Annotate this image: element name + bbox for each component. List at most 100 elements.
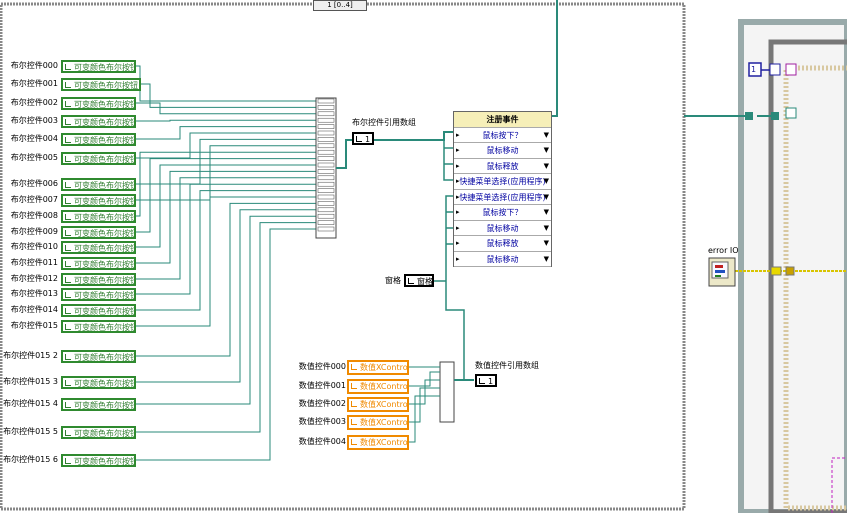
bool-control-terminal[interactable]: 可变颜色布尔按钮 bbox=[61, 178, 136, 191]
inner-structure-frame bbox=[768, 39, 847, 513]
bool-control-label: 布尔控件002 bbox=[10, 98, 58, 107]
bool-control-terminal[interactable]: 可变颜色布尔按钮 bbox=[61, 226, 136, 239]
event-row[interactable]: ▸鼠标移动▼ bbox=[454, 143, 551, 159]
register-events-title: 注册事件 bbox=[454, 112, 551, 128]
event-row-label: 鼠标移动 bbox=[486, 254, 519, 264]
bool-control-label: 布尔控件014 bbox=[10, 305, 58, 314]
stop-terminal bbox=[785, 63, 797, 76]
bool-control-terminal[interactable]: 可变颜色布尔按钮 bbox=[61, 288, 136, 301]
event-input-pin-icon: ▸ bbox=[456, 177, 460, 185]
bool-control-terminal[interactable]: 可变颜色布尔按钮 bbox=[61, 454, 136, 467]
dropdown-arrow-icon[interactable]: ▼ bbox=[543, 192, 549, 201]
num-wires bbox=[409, 366, 440, 443]
error-tunnel bbox=[770, 266, 782, 276]
ref-tunnel bbox=[745, 112, 753, 120]
build-array-pin bbox=[317, 194, 335, 200]
num-array-to-event-wire bbox=[445, 195, 465, 380]
bool-array-wire bbox=[336, 139, 352, 169]
build-array-pins bbox=[317, 98, 335, 232]
bool-control-terminal[interactable]: 可变颜色布尔按钮 bbox=[61, 376, 136, 389]
window-terminal[interactable]: 窗格 bbox=[404, 274, 434, 287]
ref-tunnel-2 bbox=[771, 112, 779, 120]
num-build-array-node bbox=[439, 361, 455, 423]
bool-control-terminal[interactable]: 可变颜色布尔按钮 bbox=[61, 78, 141, 91]
ref-tunnel-3 bbox=[785, 107, 797, 119]
num-array-terminal[interactable]: 1 bbox=[475, 374, 497, 387]
event-row[interactable]: ▸ 鼠标按下？ ▼ bbox=[454, 128, 551, 143]
bool-control-terminal[interactable]: 可变颜色布尔按钮 bbox=[61, 257, 136, 270]
magenta-frame bbox=[831, 457, 847, 513]
num-control-terminal[interactable]: 数值XControl bbox=[347, 415, 409, 430]
num-control-label: 数值控件004 bbox=[298, 437, 346, 446]
build-array-pin bbox=[317, 220, 335, 225]
event-input-pin-icon: ▸ bbox=[456, 192, 460, 201]
build-array-pin bbox=[317, 105, 335, 110]
event-row[interactable]: ▸快捷菜单选择(应用程序)▼ bbox=[454, 190, 551, 205]
event-row[interactable]: ▸鼠标移动▼ bbox=[454, 221, 551, 236]
dropdown-arrow-icon[interactable]: ▼ bbox=[543, 161, 549, 170]
bool-control-terminal[interactable]: 可变颜色布尔按钮 bbox=[61, 194, 136, 207]
bool-wire bbox=[136, 202, 316, 357]
event-row[interactable]: ▸快捷菜单选择(应用程序)▼ bbox=[454, 174, 551, 190]
bool-control-terminal[interactable]: 可变颜色布尔按钮 bbox=[61, 60, 136, 73]
event-row[interactable]: ▸鼠标按下？▼ bbox=[454, 205, 551, 221]
bool-wire bbox=[136, 138, 316, 185]
case-selector[interactable]: 1 [0..4] bbox=[313, 0, 367, 11]
bool-control-terminal[interactable]: 可变颜色布尔按钮 bbox=[61, 115, 136, 128]
event-row[interactable]: ▸鼠标释放▼ bbox=[454, 159, 551, 174]
bool-control-label: 布尔控件007 bbox=[10, 195, 58, 204]
bool-control-label: 布尔控件015 4 bbox=[3, 399, 58, 408]
dropdown-arrow-icon[interactable]: ▼ bbox=[543, 146, 549, 154]
event-row[interactable]: ▸鼠标释放▼ bbox=[454, 236, 551, 252]
bool-control-terminal[interactable]: 可变颜色布尔按钮 bbox=[61, 241, 136, 254]
dropdown-arrow-icon[interactable]: ▼ bbox=[543, 208, 549, 216]
dropdown-arrow-icon[interactable]: ▼ bbox=[543, 239, 549, 247]
bool-control-terminal[interactable]: 可变颜色布尔按钮 bbox=[61, 133, 136, 146]
bool-control-label: 布尔控件010 bbox=[10, 242, 58, 251]
bool-control-label: 布尔控件015 6 bbox=[3, 455, 58, 464]
bool-control-terminal[interactable]: 可变颜色布尔按钮 bbox=[61, 97, 136, 110]
register-events-node[interactable]: 注册事件 ▸鼠标按下？▼▸鼠标移动▼▸鼠标释放▼▸快捷菜单选择(应用程序)▼▸快… bbox=[453, 111, 552, 267]
window-label: 窗格 bbox=[385, 276, 401, 285]
bool-control-label: 布尔控件005 bbox=[10, 153, 58, 162]
num-control-terminal[interactable]: 数值XControl bbox=[347, 360, 409, 375]
dropdown-arrow-icon[interactable]: ▼ bbox=[543, 254, 549, 263]
bool-wire bbox=[136, 158, 316, 233]
bool-wire bbox=[136, 65, 316, 102]
error-tunnel-2 bbox=[785, 266, 795, 276]
bool-control-label: 布尔控件009 bbox=[10, 227, 58, 236]
bool-control-terminal[interactable]: 可变颜色布尔按钮 bbox=[61, 320, 136, 333]
bool-control-terminal[interactable]: 可变颜色布尔按钮 bbox=[61, 210, 136, 223]
bool-control-terminal[interactable]: 可变颜色布尔按钮 bbox=[61, 273, 136, 286]
num-control-label: 数值控件003 bbox=[298, 417, 346, 426]
bool-control-terminal[interactable]: 可变颜色布尔按钮 bbox=[61, 398, 136, 411]
bool-wire bbox=[136, 215, 316, 405]
event-row-label: 鼠标按下？ bbox=[482, 130, 523, 140]
build-array-pin bbox=[317, 156, 335, 161]
error-io-label: error IO bbox=[708, 246, 739, 255]
build-array-pin bbox=[317, 111, 335, 117]
dropdown-arrow-icon[interactable]: ▼ bbox=[543, 223, 549, 232]
bool-control-terminal[interactable]: 可变颜色布尔按钮 bbox=[61, 304, 136, 317]
bool-wire bbox=[136, 145, 316, 201]
bool-wire bbox=[136, 209, 316, 383]
loop-count-value: 1 bbox=[751, 65, 757, 74]
dropdown-arrow-icon[interactable]: ▼ bbox=[543, 177, 549, 185]
event-row[interactable]: ▸鼠标移动▼ bbox=[454, 252, 551, 267]
event-row-label: 鼠标释放 bbox=[486, 161, 519, 171]
bool-wire bbox=[136, 222, 316, 433]
bool-control-terminal[interactable]: 可变颜色布尔按钮 bbox=[61, 426, 136, 439]
num-control-terminal[interactable]: 数值XControl bbox=[347, 435, 409, 450]
build-array-pin bbox=[317, 98, 335, 104]
bool-control-terminal[interactable]: 可变颜色布尔按钮 bbox=[61, 350, 136, 363]
num-control-terminal[interactable]: 数值XControl bbox=[347, 397, 409, 412]
num-control-terminal[interactable]: 数值XControl bbox=[347, 379, 409, 394]
bool-wire bbox=[136, 228, 316, 461]
bool-array-terminal[interactable]: 1 bbox=[352, 132, 374, 145]
bool-control-terminal[interactable]: 可变颜色布尔按钮 bbox=[61, 152, 136, 165]
event-input-pin-icon: ▸ bbox=[456, 130, 460, 139]
bool-control-label: 布尔控件012 bbox=[10, 274, 58, 283]
dropdown-arrow-icon[interactable]: ▼ bbox=[543, 130, 549, 139]
event-row-label: 鼠标释放 bbox=[486, 239, 519, 248]
